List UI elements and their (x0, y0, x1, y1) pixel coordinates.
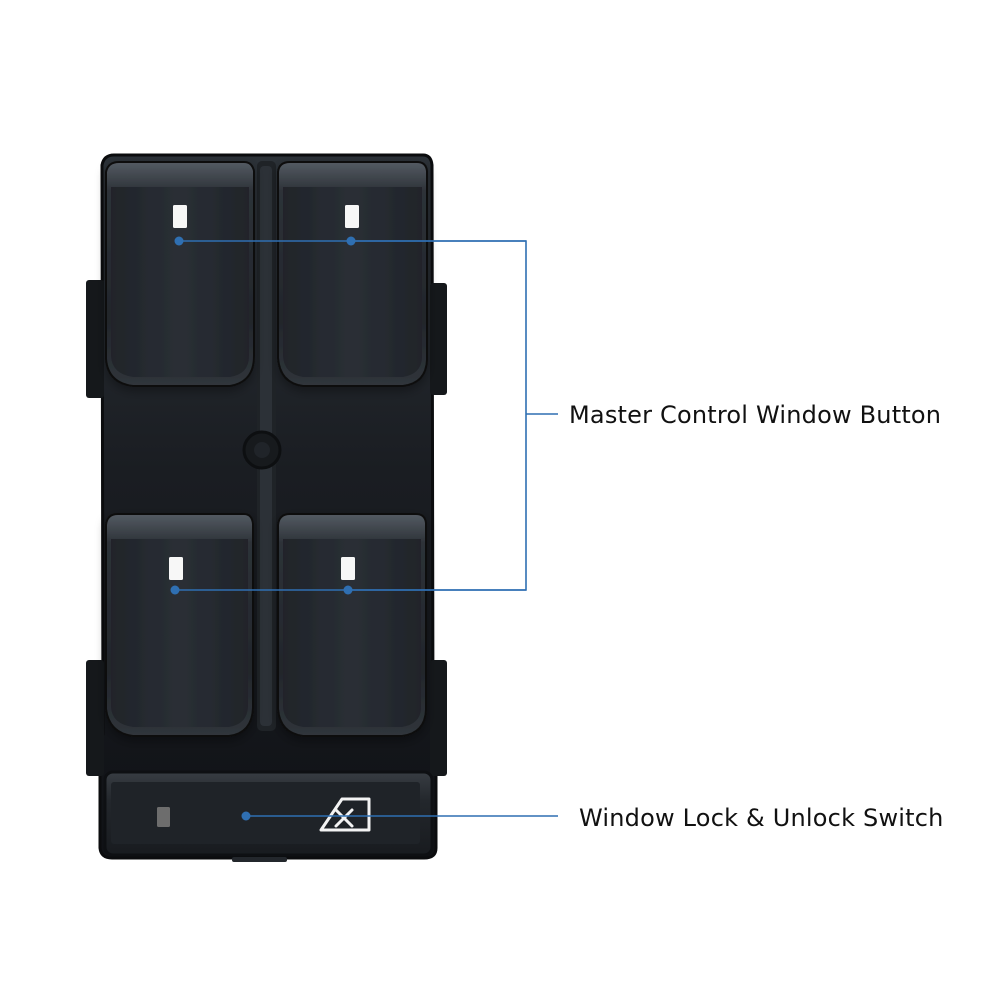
window-switch-panel (86, 153, 447, 862)
window-lock-callout: Window Lock & Unlock Switch (241, 804, 944, 832)
callout-target-dot (241, 811, 251, 821)
callout-target-dot (174, 236, 184, 246)
status-light-icon (157, 807, 170, 827)
window-indicator-icon (169, 557, 183, 580)
window-button-rear-left[interactable] (105, 513, 254, 737)
window-button-front-right[interactable] (277, 161, 428, 387)
window-indicator-icon (345, 205, 359, 228)
master-control-label: Master Control Window Button (569, 401, 941, 429)
window-lock-icon (319, 797, 371, 832)
bottom-clip (232, 857, 287, 862)
master-callout-dots (170, 236, 356, 595)
window-button-front-left[interactable] (105, 161, 255, 387)
right-side-tabs (430, 283, 447, 776)
callout-target-dot (343, 585, 353, 595)
window-indicator-icon (173, 205, 187, 228)
callout-target-dot (346, 236, 356, 246)
center-screw (242, 430, 282, 470)
master-control-callout: Master Control Window Button (170, 236, 941, 595)
window-indicator-icon (341, 557, 355, 580)
window-lock-switch[interactable] (103, 770, 434, 857)
left-side-tabs (86, 280, 104, 776)
window-button-rear-right[interactable] (277, 513, 427, 737)
callout-target-dot (170, 585, 180, 595)
window-lock-label: Window Lock & Unlock Switch (579, 804, 944, 832)
